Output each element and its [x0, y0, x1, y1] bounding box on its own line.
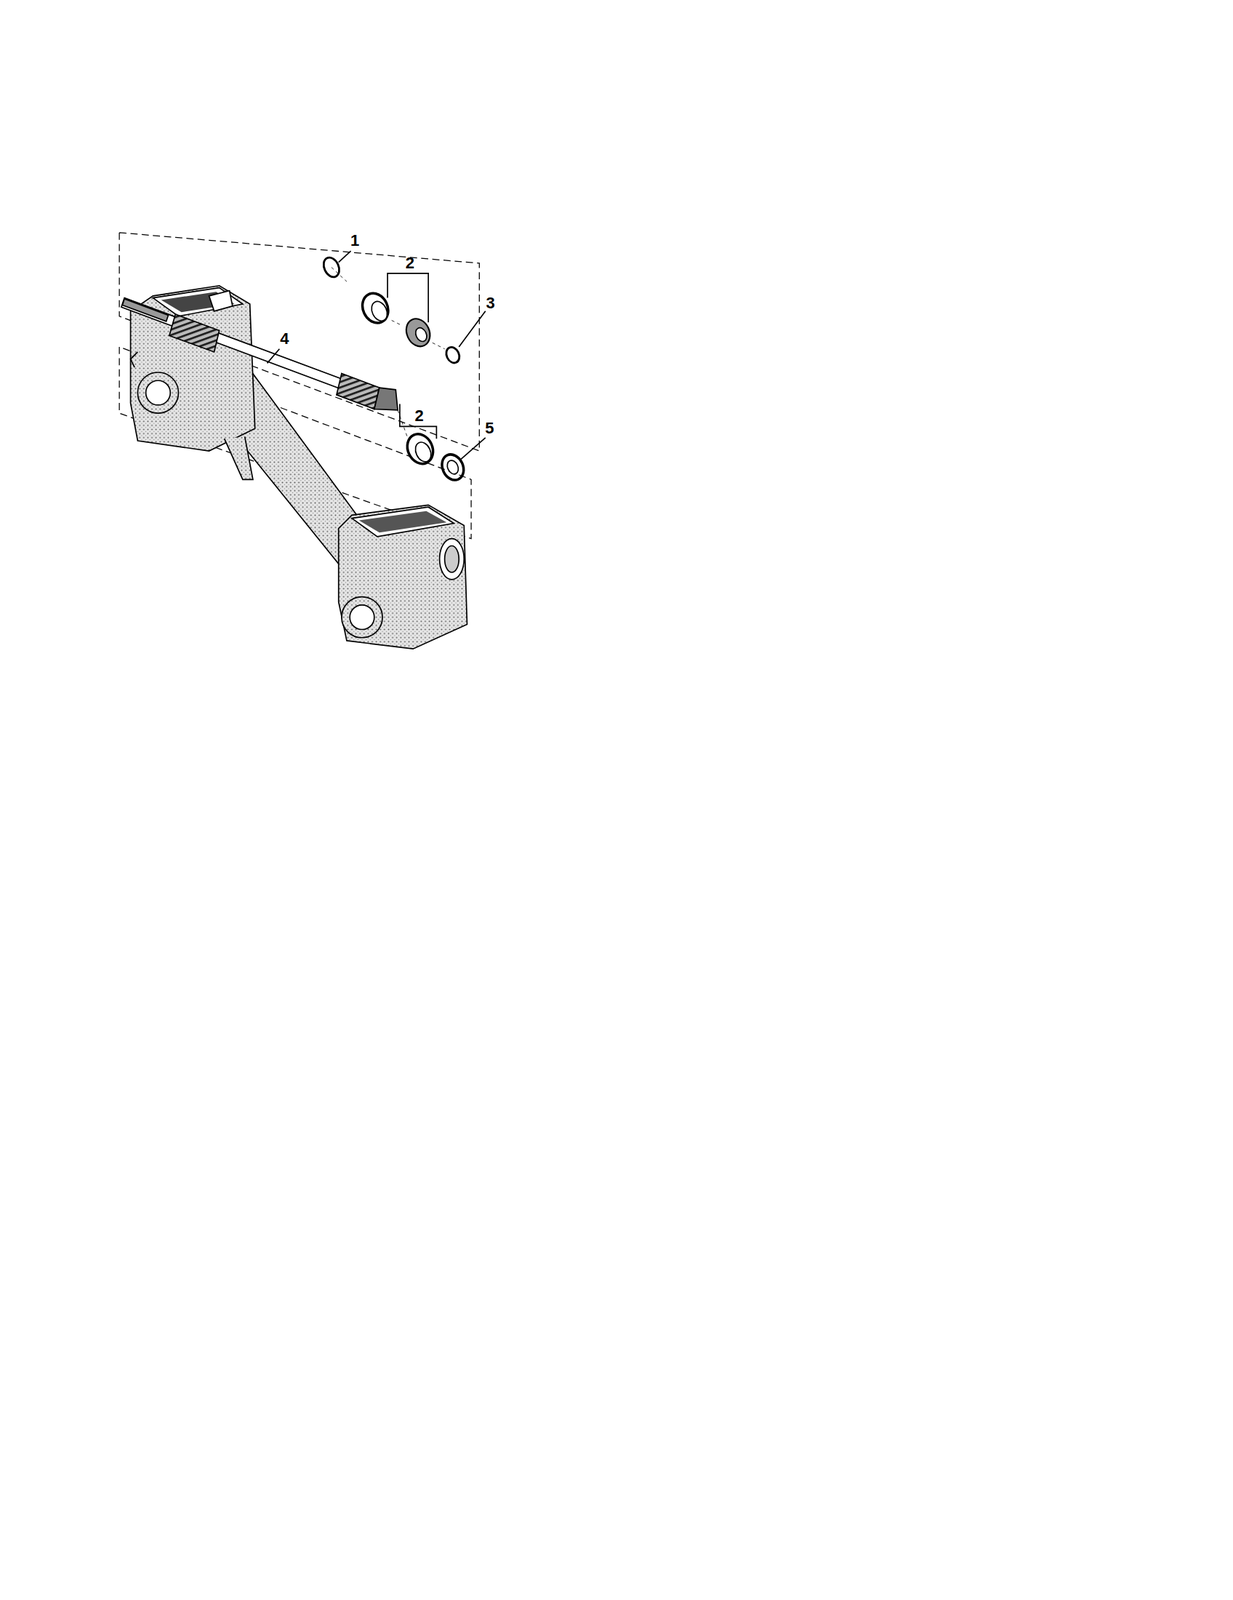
callout-number: 1	[350, 232, 360, 249]
washer	[443, 344, 462, 365]
gear-housing	[338, 504, 468, 649]
leader-line	[267, 348, 280, 364]
washer	[437, 450, 468, 484]
leader-line	[460, 437, 486, 459]
bearing-cup	[402, 429, 438, 468]
callout-number: 3	[486, 295, 496, 312]
leader-line	[458, 311, 485, 347]
worm-gear	[169, 314, 220, 352]
callout-number: 2	[405, 255, 415, 272]
group-outline	[119, 232, 480, 451]
bracket	[399, 404, 437, 440]
bearing-cone	[402, 314, 435, 351]
bracket	[387, 273, 429, 323]
leader-line	[338, 250, 352, 262]
callout-number: 5	[484, 420, 494, 437]
callout-number: 4	[279, 330, 289, 347]
callout-number: 2	[414, 407, 424, 424]
worm-gear	[336, 372, 380, 409]
